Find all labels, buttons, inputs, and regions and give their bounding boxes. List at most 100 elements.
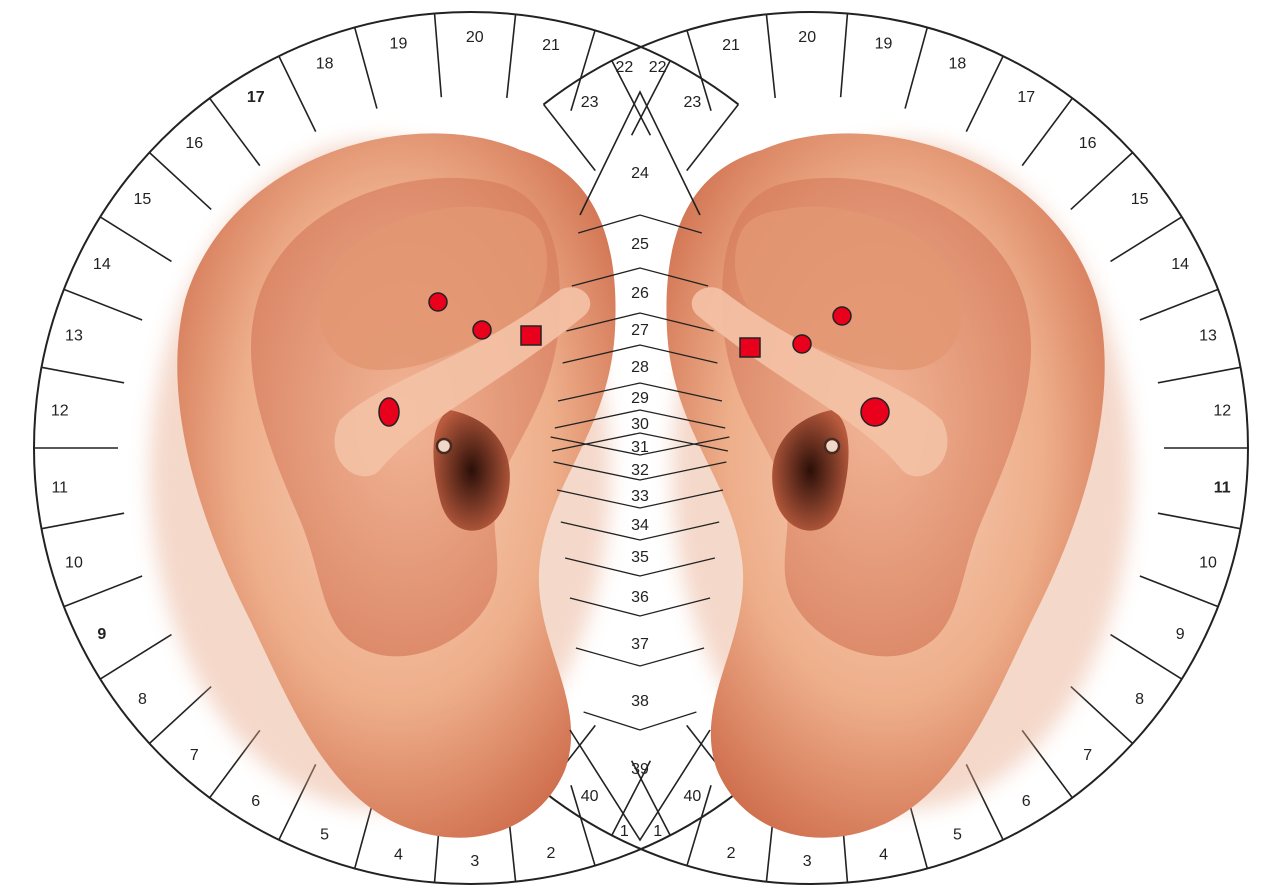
left-ring-spoke: [42, 513, 125, 529]
left-ring-label: 9: [97, 626, 106, 643]
left-ring-label: 23: [683, 94, 701, 111]
center-zone-boundary: [584, 712, 697, 730]
left-ring-spoke: [64, 289, 142, 320]
left-ring-label: 40: [683, 788, 701, 805]
left-hollow-marker: [437, 439, 451, 453]
right-ring-label: 7: [1083, 747, 1092, 764]
left-ring-spoke: [64, 576, 142, 607]
right-ring-label: 1: [653, 823, 662, 840]
center-zone-label: 24: [631, 165, 649, 182]
left-ring-label: 16: [185, 135, 203, 152]
left-ring-label: 17: [247, 89, 265, 106]
left-ear-illustration: [150, 133, 616, 837]
center-zone-label: 36: [631, 589, 649, 606]
left-ring-label: 19: [390, 35, 408, 52]
left-ring-label: 8: [138, 691, 147, 708]
left-ring-spoke: [355, 28, 377, 109]
right-ring-label: 13: [1199, 327, 1217, 344]
left-ring-label: 15: [134, 191, 152, 208]
center-zone-label: 33: [631, 488, 649, 505]
left-ring-spoke: [507, 14, 516, 98]
left-ring-spoke: [210, 98, 260, 165]
left-ring-label: 20: [466, 29, 484, 46]
right-ring-label: 8: [1135, 691, 1144, 708]
right-ring-spoke: [1140, 576, 1218, 607]
right-ring-label: 6: [1022, 793, 1031, 810]
right-ring-label: 3: [803, 853, 812, 870]
left-ring-spoke: [42, 367, 125, 383]
left-ring-spoke: [149, 153, 211, 210]
right-ring-label: 12: [1213, 403, 1231, 420]
right-ring-spoke: [1071, 153, 1133, 210]
right-ring-spoke: [841, 13, 848, 97]
right-ring-label: 14: [1171, 256, 1189, 273]
right-ring-spoke: [1111, 635, 1182, 680]
right-ring-label: 17: [1017, 89, 1035, 106]
right-ring-label: 16: [1079, 135, 1097, 152]
right-square-marker: [740, 338, 760, 357]
right-ring-spoke: [544, 104, 596, 170]
right-ring-label: 11: [1214, 479, 1231, 496]
center-zone-label: 37: [631, 636, 649, 653]
center-zone-label: 31: [631, 439, 649, 456]
right-ring-spoke: [905, 28, 927, 109]
left-ring-label: 18: [316, 56, 334, 73]
right-ring-spoke: [966, 56, 1003, 131]
left-point-marker: [429, 293, 447, 311]
left-ring-spoke: [279, 56, 316, 131]
left-ring-spoke: [435, 13, 442, 97]
left-oval-marker: [379, 398, 399, 426]
right-ring-spoke: [1071, 687, 1133, 744]
right-ring-spoke: [1158, 513, 1241, 529]
right-large-dot-marker: [861, 398, 889, 426]
right-ring-label: 22: [649, 59, 667, 76]
left-ring-spoke: [100, 635, 171, 680]
center-zone-label: 38: [631, 693, 649, 710]
left-ring-label: 11: [51, 479, 68, 496]
left-ring-label: 6: [251, 793, 260, 810]
center-zone-label: 28: [631, 359, 649, 376]
left-ring-spoke: [687, 104, 739, 170]
right-ring-label: 9: [1176, 626, 1185, 643]
left-ring-spoke: [100, 217, 171, 262]
right-ring-label: 15: [1131, 191, 1149, 208]
left-ring-label: 10: [65, 555, 83, 572]
right-hollow-marker: [825, 439, 839, 453]
center-zone-label: 25: [631, 236, 649, 253]
left-ring-spoke: [149, 687, 211, 744]
right-ring-spoke: [1111, 217, 1182, 262]
center-zone-label: 32: [631, 462, 649, 479]
center-zone-label: 34: [631, 517, 649, 534]
right-ring-label: 20: [798, 29, 816, 46]
right-ring-label: 40: [581, 788, 599, 805]
right-ring-spoke: [766, 14, 775, 98]
left-point-marker: [473, 321, 491, 339]
center-zone-label: 27: [631, 322, 649, 339]
right-ring-spoke: [1022, 98, 1072, 165]
left-ring-label: 21: [542, 37, 560, 54]
left-ring-label: 12: [51, 403, 69, 420]
center-zone-labels: 24252627282930313233343536373839: [631, 165, 649, 778]
right-ring-label: 10: [1199, 555, 1217, 572]
right-ring-label: 23: [581, 94, 599, 111]
left-square-marker: [521, 326, 541, 345]
right-ring-spoke: [1158, 367, 1241, 383]
right-ring-label: 2: [727, 845, 736, 862]
left-ring-label: 5: [320, 826, 329, 843]
left-ring-label: 1: [620, 823, 629, 840]
left-ring-label: 3: [470, 853, 479, 870]
left-ring-label: 7: [190, 747, 199, 764]
right-ring-label: 4: [879, 847, 888, 864]
left-ring-label: 14: [93, 256, 111, 273]
right-ring-label: 5: [953, 826, 962, 843]
right-ear-illustration: [666, 133, 1132, 837]
right-point-marker: [793, 335, 811, 353]
right-point-marker: [833, 307, 851, 325]
right-ring-label: 18: [949, 56, 967, 73]
center-zone-label: 39: [631, 761, 649, 778]
center-zone-label: 35: [631, 549, 649, 566]
left-ring-label: 4: [394, 847, 403, 864]
center-zone-label: 29: [631, 390, 649, 407]
left-ring-label: 13: [65, 327, 83, 344]
